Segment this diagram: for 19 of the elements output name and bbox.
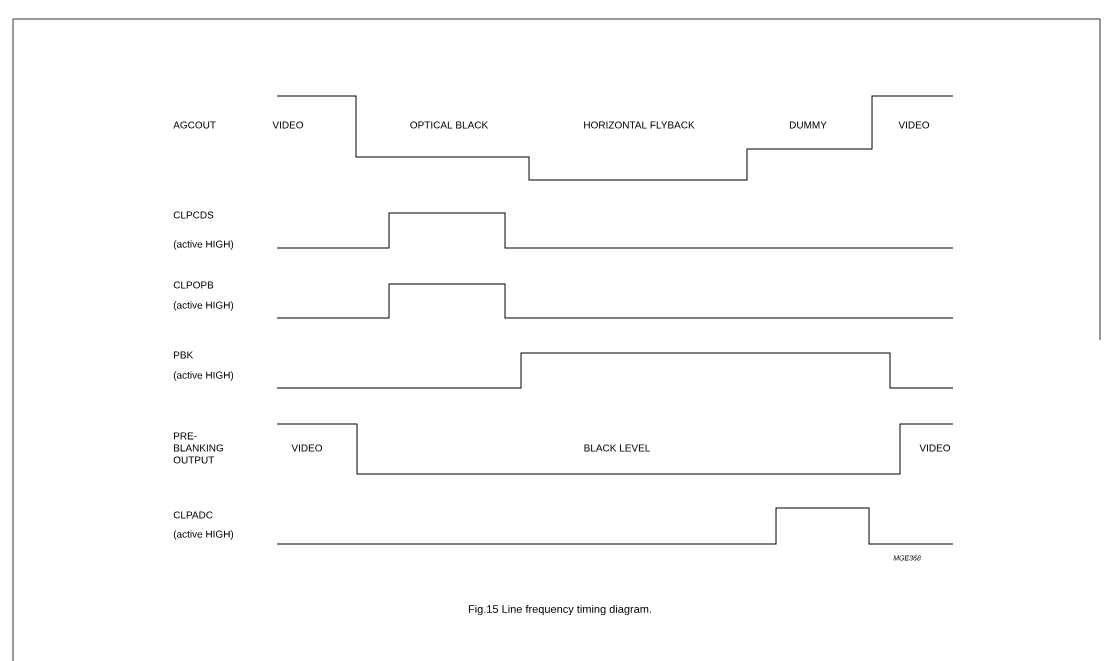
region-label: DUMMY — [789, 121, 827, 129]
signal-label: AGCOUT — [173, 121, 216, 129]
signal-label: CLPADC — [173, 511, 213, 519]
region-label: VIDEO — [919, 444, 951, 452]
signal-note: (active HIGH) — [173, 240, 234, 250]
region-label: HORIZONTAL FLYBACK — [584, 121, 695, 129]
region-label: OPTICAL BLACK — [410, 121, 489, 129]
caption: Fig.15 Line frequency timing diagram. — [468, 604, 651, 616]
signal-note: (active HIGH) — [173, 530, 234, 540]
region-label: BLACK LEVEL — [584, 444, 651, 452]
region-label: VIDEO — [898, 121, 930, 129]
signal-label: CLPCDS — [173, 211, 214, 219]
signal-note: (active HIGH) — [173, 301, 234, 311]
signal-label: CLPOPB — [173, 281, 214, 289]
region-label: VIDEO — [272, 121, 304, 129]
signal-note: (active HIGH) — [173, 371, 234, 381]
signal-label: PBK — [174, 351, 194, 359]
region-label: VIDEO — [291, 444, 323, 452]
signal-label: PRE-BLANKING OUTPUT — [173, 432, 224, 464]
